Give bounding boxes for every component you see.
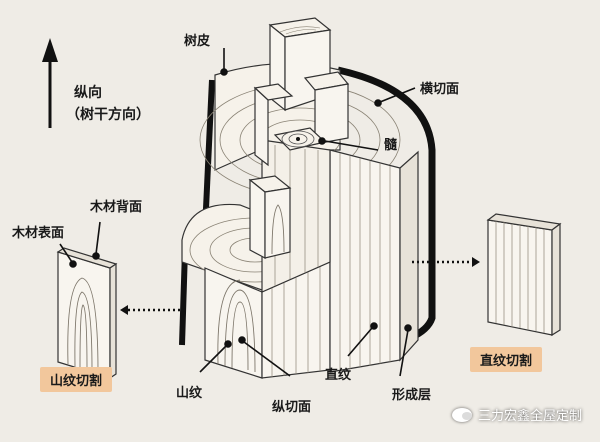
back-face-label: 木材背面 [90,196,142,215]
trunk-direction-label: （树干方向） [66,104,150,124]
mountain-grain-label: 山纹 [176,382,202,401]
watermark: 三力宏鑫全屋定制 [452,405,582,424]
bark-label: 树皮 [184,30,210,49]
log-block [182,18,432,378]
quarter-sawn-tag: 直纹切割 [470,347,542,372]
flat-sawn-board [58,248,116,378]
straight-grain-label: 直纹 [325,364,351,383]
up-arrow-icon [42,38,58,128]
front-face-label: 木材表面 [12,222,64,241]
quarter-sawn-board [488,214,560,335]
flat-sawn-tag: 山纹切割 [40,367,112,392]
cambium-label: 形成层 [392,384,431,403]
watermark-text: 三力宏鑫全屋定制 [478,405,582,424]
cross-section-label: 横切面 [420,78,459,97]
pith-label: 髓 [384,134,397,153]
chat-icon [452,408,472,422]
longitudinal-section-label: 纵切面 [272,396,311,415]
longitudinal-label: 纵向 [74,82,102,102]
